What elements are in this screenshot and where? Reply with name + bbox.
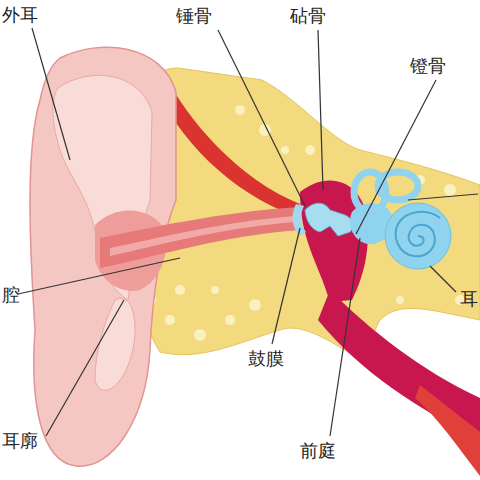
lower-tube xyxy=(415,385,480,476)
part-label: 耳 xyxy=(460,288,478,310)
part-label: 鼓膜 xyxy=(248,348,284,370)
part-label: 腔 xyxy=(2,284,20,306)
part-label: 镫骨 xyxy=(410,55,446,77)
temporal-bone xyxy=(124,68,480,360)
part-label: 外耳 xyxy=(2,4,38,26)
bone-texture xyxy=(131,101,465,341)
part-label: 锤骨 xyxy=(176,5,212,27)
lobe-fold xyxy=(95,298,135,390)
ear-canal-inner xyxy=(110,216,295,256)
cochlea-spiral xyxy=(396,212,440,257)
ossicles xyxy=(305,203,353,236)
part-label: 前庭 xyxy=(300,440,336,462)
ear-canal xyxy=(100,207,300,268)
cochlea xyxy=(385,203,451,269)
part-label: 耳廓 xyxy=(2,430,38,452)
part-label: 砧骨 xyxy=(290,5,326,27)
leader-lines xyxy=(18,28,478,436)
